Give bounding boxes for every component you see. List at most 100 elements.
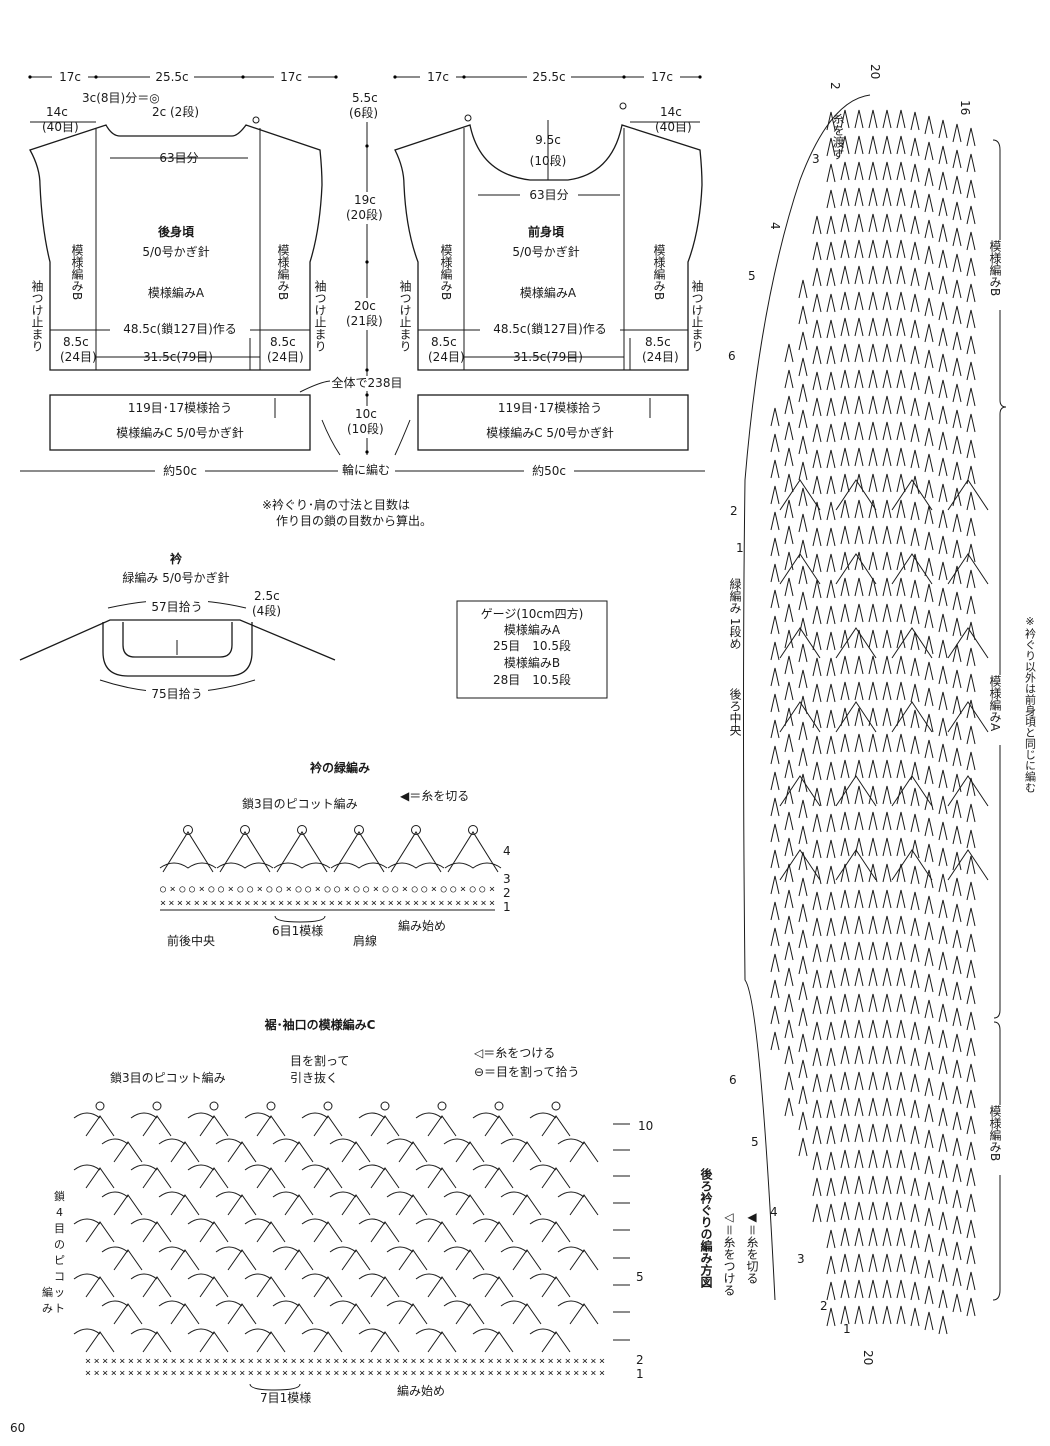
stitch-v	[854, 863, 864, 883]
stitch-v	[924, 583, 934, 603]
chain-arc	[301, 1328, 329, 1335]
stitch-v	[840, 213, 850, 233]
stitch-v	[938, 1133, 948, 1153]
stitch-v	[910, 1307, 920, 1327]
chain-arc	[330, 862, 388, 869]
stitch-v	[840, 681, 850, 701]
stitch-v	[924, 687, 934, 707]
stitch-v	[512, 1141, 542, 1163]
stitch-v	[938, 561, 948, 581]
chain-arc	[301, 1273, 329, 1280]
stitch-v	[882, 213, 892, 233]
stitch-v	[882, 109, 892, 129]
chain-note-ch-3: の	[54, 1238, 65, 1251]
stitch-v	[170, 1249, 200, 1271]
stitch-v	[910, 1203, 920, 1223]
stitch-v	[826, 735, 836, 755]
stitch-v	[854, 603, 864, 623]
chain-arc	[500, 1300, 528, 1307]
stitch-v	[868, 239, 878, 259]
stitch-v	[85, 1167, 115, 1189]
stitch-v	[966, 1245, 976, 1265]
stitch-v	[826, 423, 836, 443]
stitch-v	[142, 1331, 172, 1353]
neckline-pattern-b-bottom: 模様編みB	[988, 1105, 1002, 1162]
stitch-v	[882, 1253, 892, 1273]
pattern-c-row-label-5: 5	[636, 1270, 644, 1284]
stitch-v	[952, 513, 962, 533]
stitch-v	[812, 553, 822, 573]
stitch-v	[784, 889, 794, 909]
stitch-v	[854, 499, 864, 519]
collar-edge-row-3: ○×○○×○○×○○×○○×○○×○○×○○×○○×○○×○○×○○×	[160, 884, 495, 895]
neckline-title: 後ろ衿ぐりの編み方図	[699, 1167, 713, 1289]
stitch-v	[826, 163, 836, 183]
stitch-v	[784, 759, 794, 779]
front-neck-stitches: 63目分	[529, 188, 568, 202]
dim-10: 10c	[355, 407, 377, 421]
stitch-v	[868, 1149, 878, 1169]
stitch-v	[569, 1303, 599, 1325]
front-dim-center: 25.5c	[532, 70, 565, 84]
stitch-v	[784, 1019, 794, 1039]
stitch-v	[798, 955, 808, 975]
stitch-v	[484, 1276, 514, 1298]
stitch-v	[854, 759, 864, 779]
stitch-v	[854, 187, 864, 207]
stitch-v	[784, 551, 794, 571]
stitch-v	[784, 343, 794, 363]
stitch-v	[924, 973, 934, 993]
picot-symbol	[323, 1101, 333, 1111]
stitch-v	[798, 1059, 808, 1079]
nl-row-bot-1: 1	[843, 1322, 851, 1336]
stitch-v	[840, 785, 850, 805]
stitch-v	[826, 1307, 836, 1327]
stitch-v	[840, 915, 850, 935]
stitch-v	[952, 565, 962, 585]
stitch-v	[840, 967, 850, 987]
stitch-v	[784, 993, 794, 1013]
stitch-v	[952, 1085, 962, 1105]
stitch-v	[784, 655, 794, 675]
stitch-v	[938, 1107, 948, 1127]
stitch-v	[854, 421, 864, 441]
stitch-v	[826, 579, 836, 599]
stitch-v	[541, 1276, 571, 1298]
stitch-v	[896, 525, 906, 545]
stitch-v	[868, 395, 878, 415]
stitch-v	[798, 357, 808, 377]
stitch-v	[199, 1331, 229, 1353]
stitch-v	[868, 525, 878, 545]
stitch-v	[938, 405, 948, 425]
stitch-v	[840, 447, 850, 467]
stitch-v	[938, 1029, 948, 1049]
stitch-v	[882, 603, 892, 623]
neckline-join: ◁＝糸をつける	[722, 1210, 736, 1296]
stitch-v	[952, 1111, 962, 1131]
stitch-v	[840, 161, 850, 181]
stitch-v	[966, 1063, 976, 1083]
chain-arc	[415, 1218, 443, 1225]
fan-motif	[779, 775, 821, 807]
stitch-v	[966, 179, 976, 199]
stitch-v	[924, 297, 934, 317]
stitch-v	[952, 1215, 962, 1235]
stitch-v	[142, 1115, 172, 1137]
stitch-v	[910, 969, 920, 989]
front-body-diagram: 17c 25.5c 17c 14c (40目) 9.5c (10段) 63目分 …	[393, 69, 705, 478]
stitch-v	[854, 239, 864, 259]
chain-arc	[101, 1300, 129, 1307]
stitch-v	[938, 769, 948, 789]
stitch-v	[840, 551, 850, 571]
stitch-v	[952, 1267, 962, 1287]
stitch-v	[896, 733, 906, 753]
stitch-v	[966, 517, 976, 537]
stitch-v	[868, 993, 878, 1013]
stitch-v	[966, 1037, 976, 1057]
dim-20: 20c	[354, 299, 376, 313]
front-neck-depth: 9.5c	[535, 133, 561, 147]
fan-motif	[891, 627, 933, 659]
stitch-v	[868, 1201, 878, 1221]
stitch-v	[455, 1141, 485, 1163]
stitch-v	[85, 1276, 115, 1298]
